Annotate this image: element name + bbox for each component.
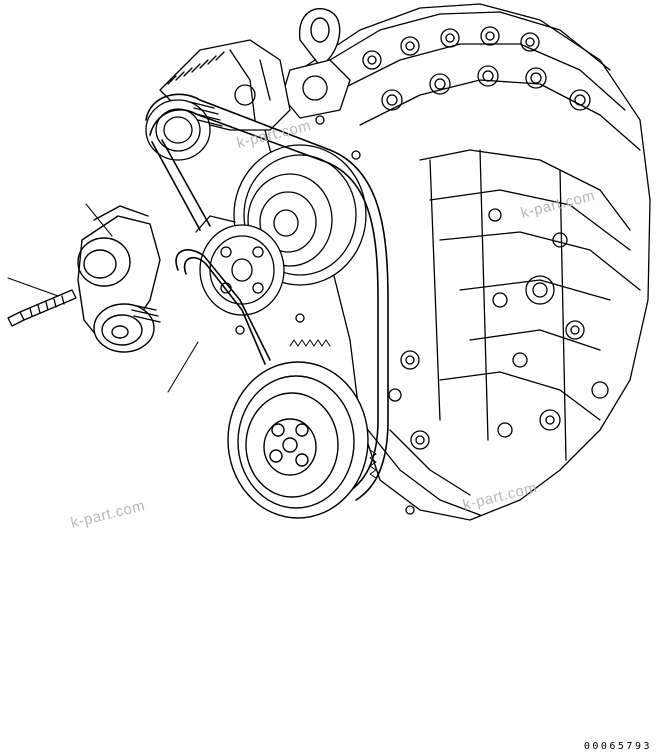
figure-number: 00065793 <box>583 741 652 752</box>
belt-tensioner <box>77 205 161 353</box>
head-bolt-bosses <box>362 26 591 111</box>
engine-block <box>235 3 651 521</box>
lifting-eye <box>298 8 341 67</box>
crankshaft-pulley <box>227 361 369 519</box>
flywheel-ring-teeth <box>289 339 377 479</box>
drive-belt <box>145 93 389 501</box>
block-side-bosses <box>488 208 609 438</box>
tensioner-bolt <box>7 289 77 327</box>
leader-lines <box>7 203 199 393</box>
